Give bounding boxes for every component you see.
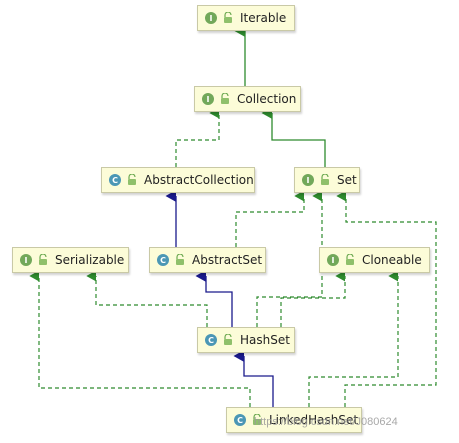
node-label: LinkedHashSet xyxy=(269,413,359,427)
interface-icon: I xyxy=(205,12,217,24)
node-set[interactable]: I Set xyxy=(294,167,360,193)
unlock-icon xyxy=(321,174,329,185)
node-collection[interactable]: I Collection xyxy=(194,86,301,112)
edge-linkedhashset-extends-hashset xyxy=(233,350,274,407)
node-abstract-collection[interactable]: C AbstractCollection xyxy=(101,167,255,193)
node-label: AbstractSet xyxy=(192,253,263,267)
unlock-icon xyxy=(39,254,47,265)
class-icon: C xyxy=(234,414,246,426)
edge-linkedhashset-implements-set xyxy=(336,190,437,407)
unlock-icon xyxy=(176,254,184,265)
edge-hashset-extends-abstractset xyxy=(195,270,233,327)
class-icon: C xyxy=(109,174,121,186)
watermark-text: https://blog.csdn.net/J080624 xyxy=(254,416,398,428)
node-label: Set xyxy=(337,173,357,187)
edge-set-extends-collection xyxy=(261,107,326,167)
node-cloneable[interactable]: I Cloneable xyxy=(319,247,430,273)
node-serializable[interactable]: I Serializable xyxy=(12,247,129,273)
unlock-icon xyxy=(221,93,229,104)
unlock-icon xyxy=(128,174,136,185)
edge-abstractset-implements-set xyxy=(235,190,305,247)
node-linked-hash-set[interactable]: C LinkedHashSet xyxy=(226,407,362,433)
node-hash-set[interactable]: C HashSet xyxy=(197,327,295,353)
unlock-icon xyxy=(253,414,261,425)
interface-icon: I xyxy=(20,254,32,266)
node-label: Iterable xyxy=(240,11,287,25)
node-label: Serializable xyxy=(55,253,125,267)
edge-linkedhashset-implements-serializable xyxy=(29,270,251,407)
class-icon: C xyxy=(157,254,169,266)
node-label: AbstractCollection xyxy=(144,173,254,187)
node-label: HashSet xyxy=(240,333,290,347)
unlock-icon xyxy=(224,12,232,23)
interface-icon: I xyxy=(302,174,314,186)
node-abstract-set[interactable]: C AbstractSet xyxy=(149,247,266,273)
class-icon: C xyxy=(205,334,217,346)
unlock-icon xyxy=(224,334,232,345)
edge-hashset-implements-set xyxy=(256,190,323,327)
unlock-icon xyxy=(346,254,354,265)
interface-icon: I xyxy=(202,93,214,105)
node-label: Cloneable xyxy=(362,253,422,267)
node-iterable[interactable]: I Iterable xyxy=(197,5,295,31)
edge-linkedhashset-implements-cloneable xyxy=(308,270,399,407)
node-label: Collection xyxy=(237,92,297,106)
edge-hashset-implements-serializable xyxy=(86,270,208,327)
edge-abstractcollection-implements-collection xyxy=(175,107,220,167)
edge-hashset-implements-cloneable xyxy=(280,270,346,327)
interface-icon: I xyxy=(327,254,339,266)
